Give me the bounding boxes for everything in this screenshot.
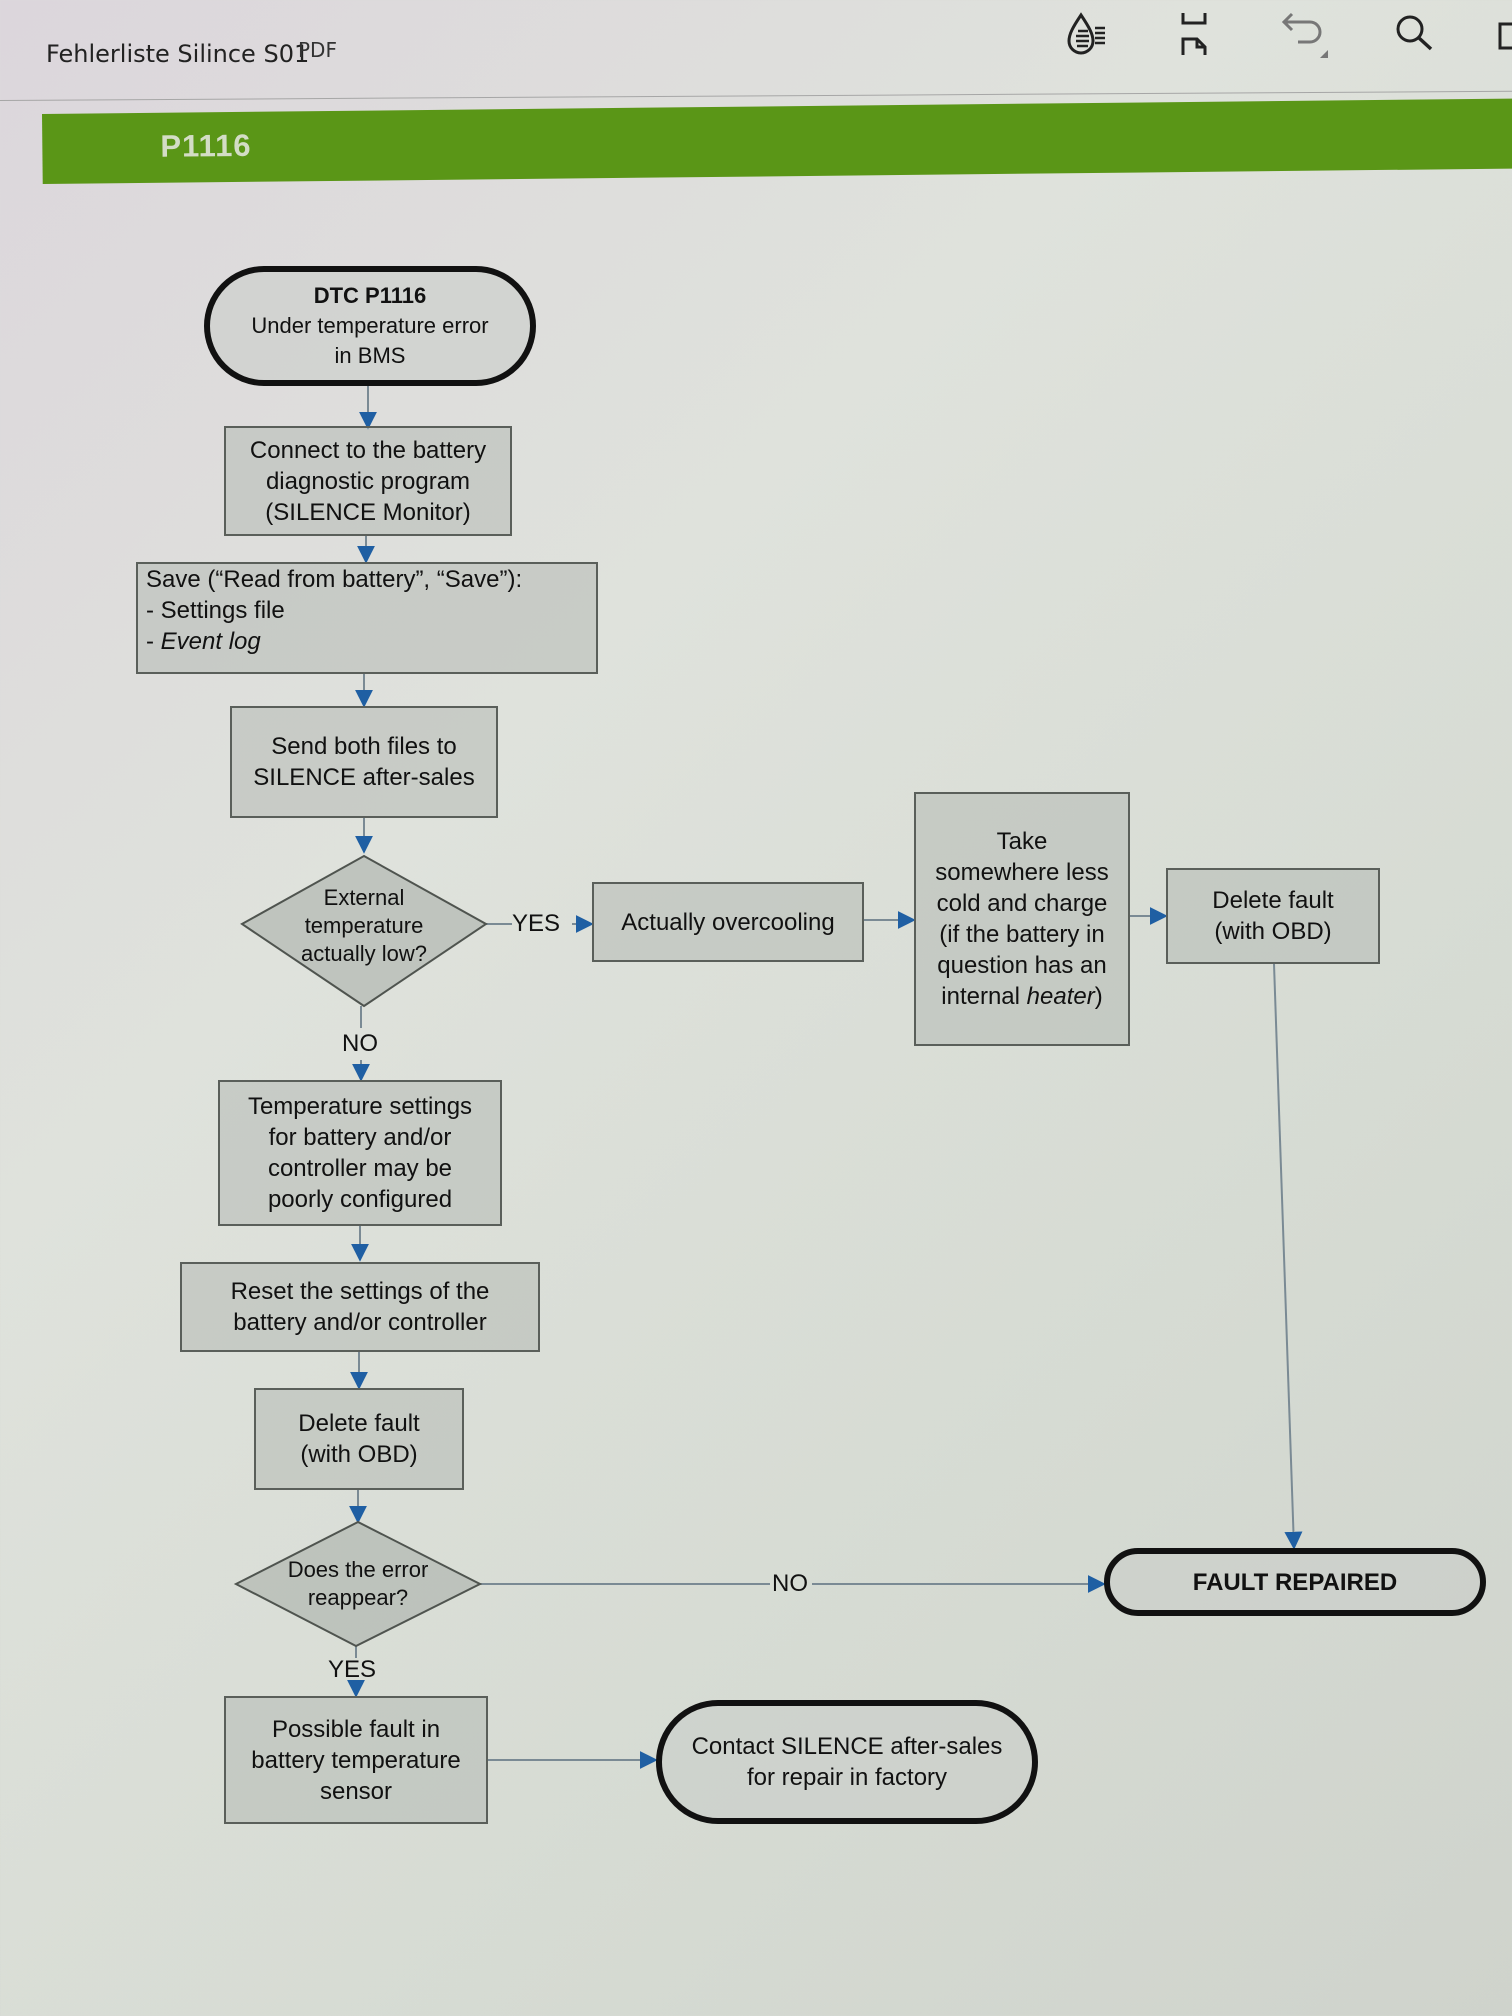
label-yes: YES — [328, 1656, 377, 1683]
step-possible-sensor-fault: Possible fault in battery temperature se… — [224, 1696, 488, 1824]
page-layout-button[interactable] — [1168, 6, 1224, 62]
step-warm-and-charge: Take somewhere less cold and charge (if … — [914, 792, 1130, 1046]
step-save-files: Save (“Read from battery”, “Save”): - Se… — [136, 562, 598, 674]
page-layout-icon — [1181, 13, 1207, 55]
document-title: Fehlerliste Silince S01 — [46, 40, 310, 68]
search-button[interactable] — [1386, 6, 1442, 62]
end-fault-repaired: FAULT REPAIRED — [1104, 1548, 1486, 1616]
step-text: poorly configured — [267, 1186, 453, 1213]
step-text: (if the battery in — [939, 921, 1105, 948]
search-icon — [1396, 15, 1433, 51]
step-delete-fault-right: Delete fault (with OBD) — [1166, 868, 1380, 964]
label-no: NO — [772, 1570, 808, 1597]
decision-text: External — [323, 885, 405, 910]
step-text: Send both files to — [271, 733, 457, 760]
step-text: battery and/or controller — [233, 1309, 487, 1336]
step-text: question has an — [937, 952, 1107, 979]
step-text: Save (“Read from battery”, “Save”): — [146, 566, 523, 593]
step-send-files: Send both files to SILENCE after-sales — [230, 706, 498, 818]
connector-delete-repaired — [1273, 963, 1303, 1550]
decision-text: temperature — [304, 913, 424, 938]
step-text: SILENCE after-sales — [253, 764, 475, 791]
start-terminal: DTC P1116 Under temperature error in BMS — [204, 266, 536, 386]
undo-icon — [1281, 12, 1328, 58]
terminal-text: for repair in factory — [746, 1764, 948, 1791]
start-title: DTC P1116 — [313, 283, 427, 308]
step-text: battery temperature — [251, 1746, 461, 1774]
step-text: Delete fault — [298, 1410, 420, 1437]
step-text: cold and charge — [936, 890, 1108, 917]
label-yes: YES — [512, 910, 561, 937]
step-text: Take — [996, 828, 1048, 855]
step-text: somewhere less — [935, 859, 1109, 886]
step-actually-overcooling: Actually overcooling — [592, 882, 864, 962]
start-line: Under temperature error — [251, 313, 489, 338]
decision-text: actually low? — [301, 941, 427, 966]
terminal-text: FAULT REPAIRED — [1192, 1568, 1398, 1596]
label-no: NO — [342, 1030, 378, 1057]
step-text: controller may be — [267, 1155, 453, 1182]
read-mode-button[interactable] — [1058, 6, 1114, 62]
step-text: diagnostic program — [265, 467, 471, 495]
decision-external-temp: External temperature actually low? — [282, 884, 446, 968]
read-mode-icon — [1067, 12, 1105, 55]
panel-toggle-button[interactable] — [1490, 6, 1512, 62]
start-line: in BMS — [334, 343, 406, 368]
undo-button[interactable] — [1276, 6, 1332, 62]
step-text: Possible fault in — [271, 1715, 441, 1743]
step-delete-fault-left: Delete fault (with OBD) — [254, 1388, 464, 1490]
step-text: (with OBD) — [1214, 918, 1332, 945]
decision-error-reappear: Does the error reappear? — [268, 1556, 448, 1612]
step-text: (with OBD) — [300, 1441, 418, 1468]
step-text: for battery and/or — [268, 1124, 452, 1151]
step-text: (SILENCE Monitor) — [265, 498, 471, 526]
step-reset-settings: Reset the settings of the battery and/or… — [180, 1262, 540, 1352]
decision-external-temp-shape — [240, 854, 488, 1008]
decision-reappear-shape — [233, 1520, 483, 1648]
step-text: - Settings file — [146, 597, 285, 624]
document-type-label: PDF — [298, 38, 337, 62]
step-text: Connect to the battery — [249, 436, 487, 464]
step-text: sensor — [319, 1777, 393, 1805]
step-text: Reset the settings of the — [230, 1278, 490, 1305]
step-text: internal heater) — [941, 983, 1103, 1010]
terminal-text: Contact SILENCE after-sales — [691, 1733, 1003, 1760]
step-text: Temperature settings — [247, 1093, 473, 1120]
app-header: Fehlerliste Silince S01 PDF — [0, 0, 1512, 100]
panel-icon — [1498, 22, 1512, 50]
end-contact-after-sales: Contact SILENCE after-sales for repair i… — [656, 1700, 1038, 1824]
decision-text: reappear? — [307, 1585, 409, 1610]
step-text: Delete fault — [1212, 887, 1334, 914]
step-text: - Event log — [146, 628, 261, 655]
step-text: Actually overcooling — [621, 908, 835, 936]
step-temperature-settings: Temperature settings for battery and/or … — [218, 1080, 502, 1226]
step-connect-diagnostic: Connect to the battery diagnostic progra… — [224, 426, 512, 536]
decision-text: Does the error — [287, 1557, 429, 1582]
